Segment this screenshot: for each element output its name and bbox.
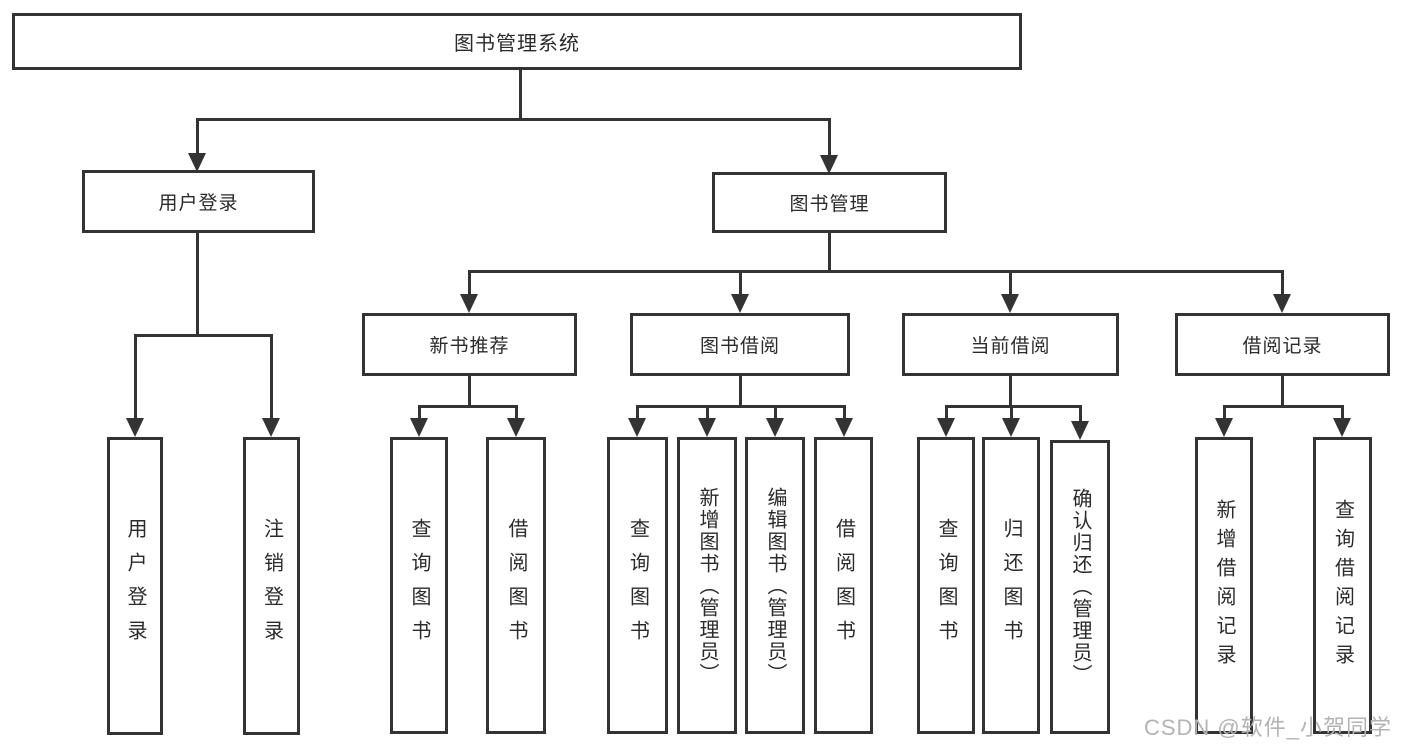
node-book-management-label: 图书管理: [789, 194, 870, 215]
leaf-user-login: 用户登录: [107, 437, 163, 735]
connector-line: [1009, 376, 1012, 408]
leaf-user-login-label: 用户登录: [124, 518, 146, 654]
connector-line: [945, 405, 948, 421]
connector-line: [134, 334, 137, 420]
connector-line: [1281, 376, 1284, 408]
csdn-watermark: CSDN @软件_小贺同学: [1143, 715, 1392, 740]
arrow-down-icon: [835, 418, 853, 437]
arrow-down-icon: [126, 418, 144, 437]
leaf-confirm-return-admin: 确认归还（管理员）: [1050, 440, 1110, 734]
arrow-down-icon: [766, 418, 784, 437]
connector-line: [1281, 270, 1284, 298]
arrow-down-icon: [628, 418, 646, 437]
arrow-down-icon: [188, 153, 206, 172]
connector-line: [196, 233, 199, 337]
leaf-recommend-borrow-books-label: 借阅图书: [505, 517, 527, 654]
arrow-down-icon: [1001, 294, 1019, 313]
arrow-down-icon: [507, 418, 525, 437]
node-new-book-recommendation-label: 新书推荐: [429, 336, 510, 357]
leaf-add-borrow-record-label: 新增借阅记录: [1213, 498, 1235, 673]
connector-line: [418, 405, 518, 408]
connector-line: [134, 334, 273, 337]
node-current-borrowing: 当前借阅: [902, 313, 1119, 376]
connector-line: [196, 118, 830, 121]
leaf-current-query-books-label: 查询图书: [935, 517, 957, 654]
connector-line: [828, 233, 831, 273]
leaf-current-query-books: 查询图书: [917, 437, 975, 734]
leaf-borrow-query-books: 查询图书: [607, 437, 668, 734]
connector-line: [1079, 405, 1082, 424]
connector-line: [196, 118, 199, 155]
node-root: 图书管理系统: [12, 13, 1022, 70]
connector-line: [515, 405, 518, 421]
leaf-query-borrow-record-label: 查询借阅记录: [1331, 498, 1354, 673]
leaf-logout: 注销登录: [243, 437, 300, 735]
node-borrowing-records: 借阅记录: [1175, 313, 1390, 376]
connector-line: [468, 270, 471, 298]
leaf-add-book-admin: 新增图书（管理员）: [677, 437, 737, 734]
arrow-down-icon: [262, 418, 280, 437]
connector-line: [739, 376, 742, 408]
leaf-edit-book-admin: 编辑图书（管理员）: [745, 437, 805, 734]
connector-line: [468, 270, 1282, 273]
connector-line: [636, 405, 639, 421]
leaf-logout-label: 注销登录: [260, 518, 283, 654]
leaf-return-books: 归还图书: [982, 437, 1040, 734]
leaf-borrow-borrow-books: 借阅图书: [814, 437, 873, 734]
leaf-query-borrow-record: 查询借阅记录: [1313, 437, 1372, 734]
connector-line: [706, 405, 709, 421]
connector-line: [418, 405, 421, 421]
arrow-down-icon: [1333, 418, 1351, 437]
arrow-down-icon: [1215, 418, 1233, 437]
node-book-borrowing-label: 图书借阅: [699, 336, 780, 357]
leaf-recommend-query-books: 查询图书: [390, 437, 448, 734]
arrow-down-icon: [460, 294, 478, 313]
connector-line: [1010, 405, 1013, 421]
arrow-down-icon: [820, 155, 838, 174]
arrow-down-icon: [1002, 418, 1020, 437]
leaf-borrow-query-books-label: 查询图书: [626, 517, 649, 654]
connector-line: [636, 405, 846, 408]
leaf-add-borrow-record: 新增借阅记录: [1195, 437, 1253, 734]
connector-line: [1223, 405, 1344, 408]
leaf-add-book-admin-label: 新增图书（管理员）: [696, 486, 718, 685]
connector-line: [828, 118, 831, 157]
node-book-borrowing: 图书借阅: [630, 313, 850, 376]
node-new-book-recommendation: 新书推荐: [362, 313, 577, 376]
leaf-borrow-borrow-books-label: 借阅图书: [832, 517, 855, 654]
arrow-down-icon: [698, 418, 716, 437]
arrow-down-icon: [1273, 294, 1291, 313]
connector-line: [519, 70, 522, 119]
leaf-confirm-return-admin-label: 确认归还（管理员）: [1069, 488, 1091, 686]
node-book-management: 图书管理: [712, 172, 947, 233]
connector-line: [1009, 270, 1012, 298]
connector-line: [468, 376, 471, 408]
node-borrowing-records-label: 借阅记录: [1242, 336, 1323, 357]
connector-line: [739, 270, 742, 298]
leaf-recommend-borrow-books: 借阅图书: [486, 437, 546, 734]
node-user-login: 用户登录: [82, 170, 315, 233]
leaf-edit-book-admin-label: 编辑图书（管理员）: [764, 486, 786, 685]
node-user-login-label: 用户登录: [158, 193, 239, 214]
leaf-recommend-query-books-label: 查询图书: [408, 517, 430, 654]
connector-line: [945, 405, 1082, 408]
connector-line: [774, 405, 777, 421]
connector-line: [1341, 405, 1344, 421]
leaf-return-books-label: 归还图书: [1000, 517, 1022, 654]
node-root-label: 图书管理系统: [454, 33, 580, 55]
arrow-down-icon: [937, 418, 955, 437]
connector-line: [270, 334, 273, 420]
arrow-down-icon: [731, 294, 749, 313]
arrow-down-icon: [410, 418, 428, 437]
connector-line: [1223, 405, 1226, 421]
arrow-down-icon: [1071, 421, 1089, 440]
node-current-borrowing-label: 当前借阅: [970, 336, 1051, 357]
connector-line: [843, 405, 846, 421]
